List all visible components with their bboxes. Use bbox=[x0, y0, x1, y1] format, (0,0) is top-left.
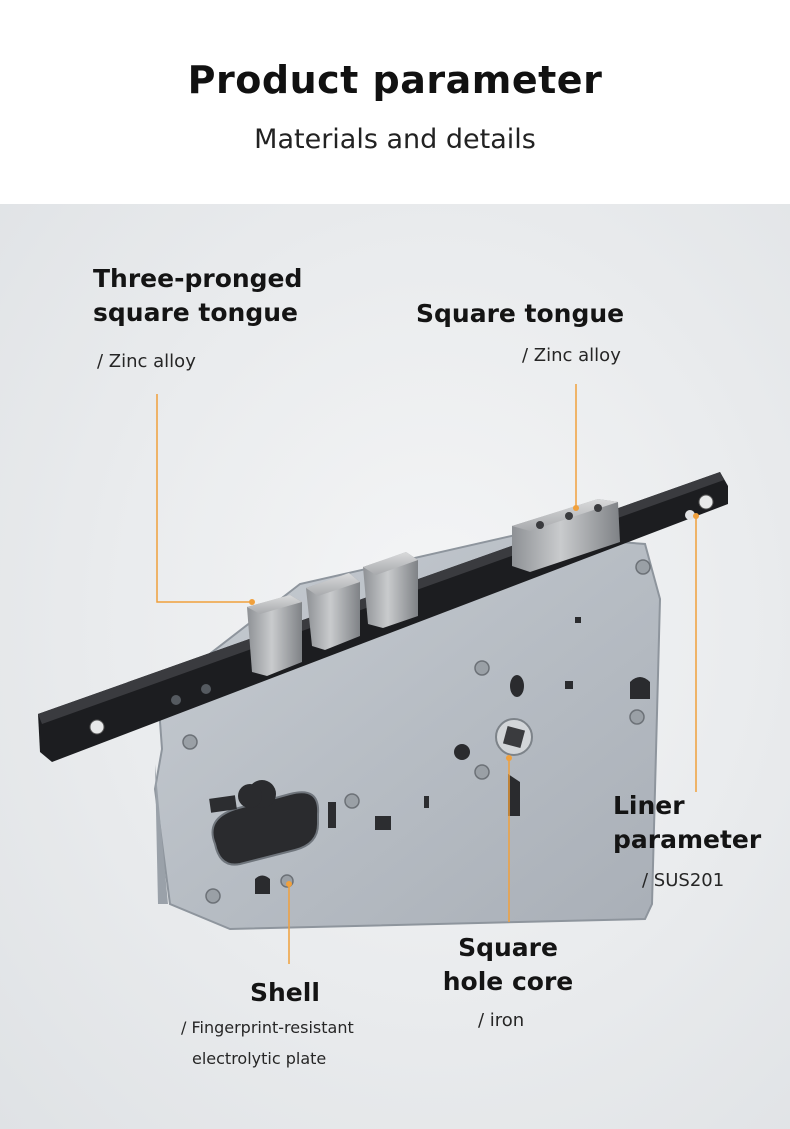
label-shell: Shell bbox=[250, 978, 320, 1007]
material-square-hole: / iron bbox=[478, 1010, 525, 1031]
square-tongue bbox=[512, 499, 620, 572]
header: Product parameter Materials and details bbox=[0, 0, 790, 204]
label-square-hole: Square hole core bbox=[442, 933, 574, 996]
material-three-pronged: / Zinc alloy bbox=[97, 351, 196, 372]
label-liner: Liner parameter bbox=[613, 791, 762, 854]
product-stage: Three-pronged square tongue / Zinc alloy… bbox=[0, 204, 790, 1129]
page-subtitle: Materials and details bbox=[254, 124, 536, 155]
callout-lines bbox=[156, 384, 697, 964]
label-square-tongue: Square tongue bbox=[416, 299, 625, 328]
leader-three-pronged bbox=[156, 394, 252, 603]
material-shell-line2: electrolytic plate bbox=[192, 1049, 327, 1068]
cylinder-hole bbox=[211, 791, 320, 866]
page-title: Product parameter bbox=[187, 58, 603, 102]
material-liner: / SUS201 bbox=[642, 870, 725, 891]
material-shell-line1: / Fingerprint-resistant bbox=[181, 1018, 354, 1037]
three-pronged-tongue bbox=[247, 552, 418, 676]
label-three-pronged: Three-pronged square tongue bbox=[93, 264, 303, 327]
mortise-lock-illustration bbox=[38, 384, 728, 964]
callout-dots bbox=[249, 505, 699, 887]
material-square-tongue: / Zinc alloy bbox=[522, 345, 621, 366]
